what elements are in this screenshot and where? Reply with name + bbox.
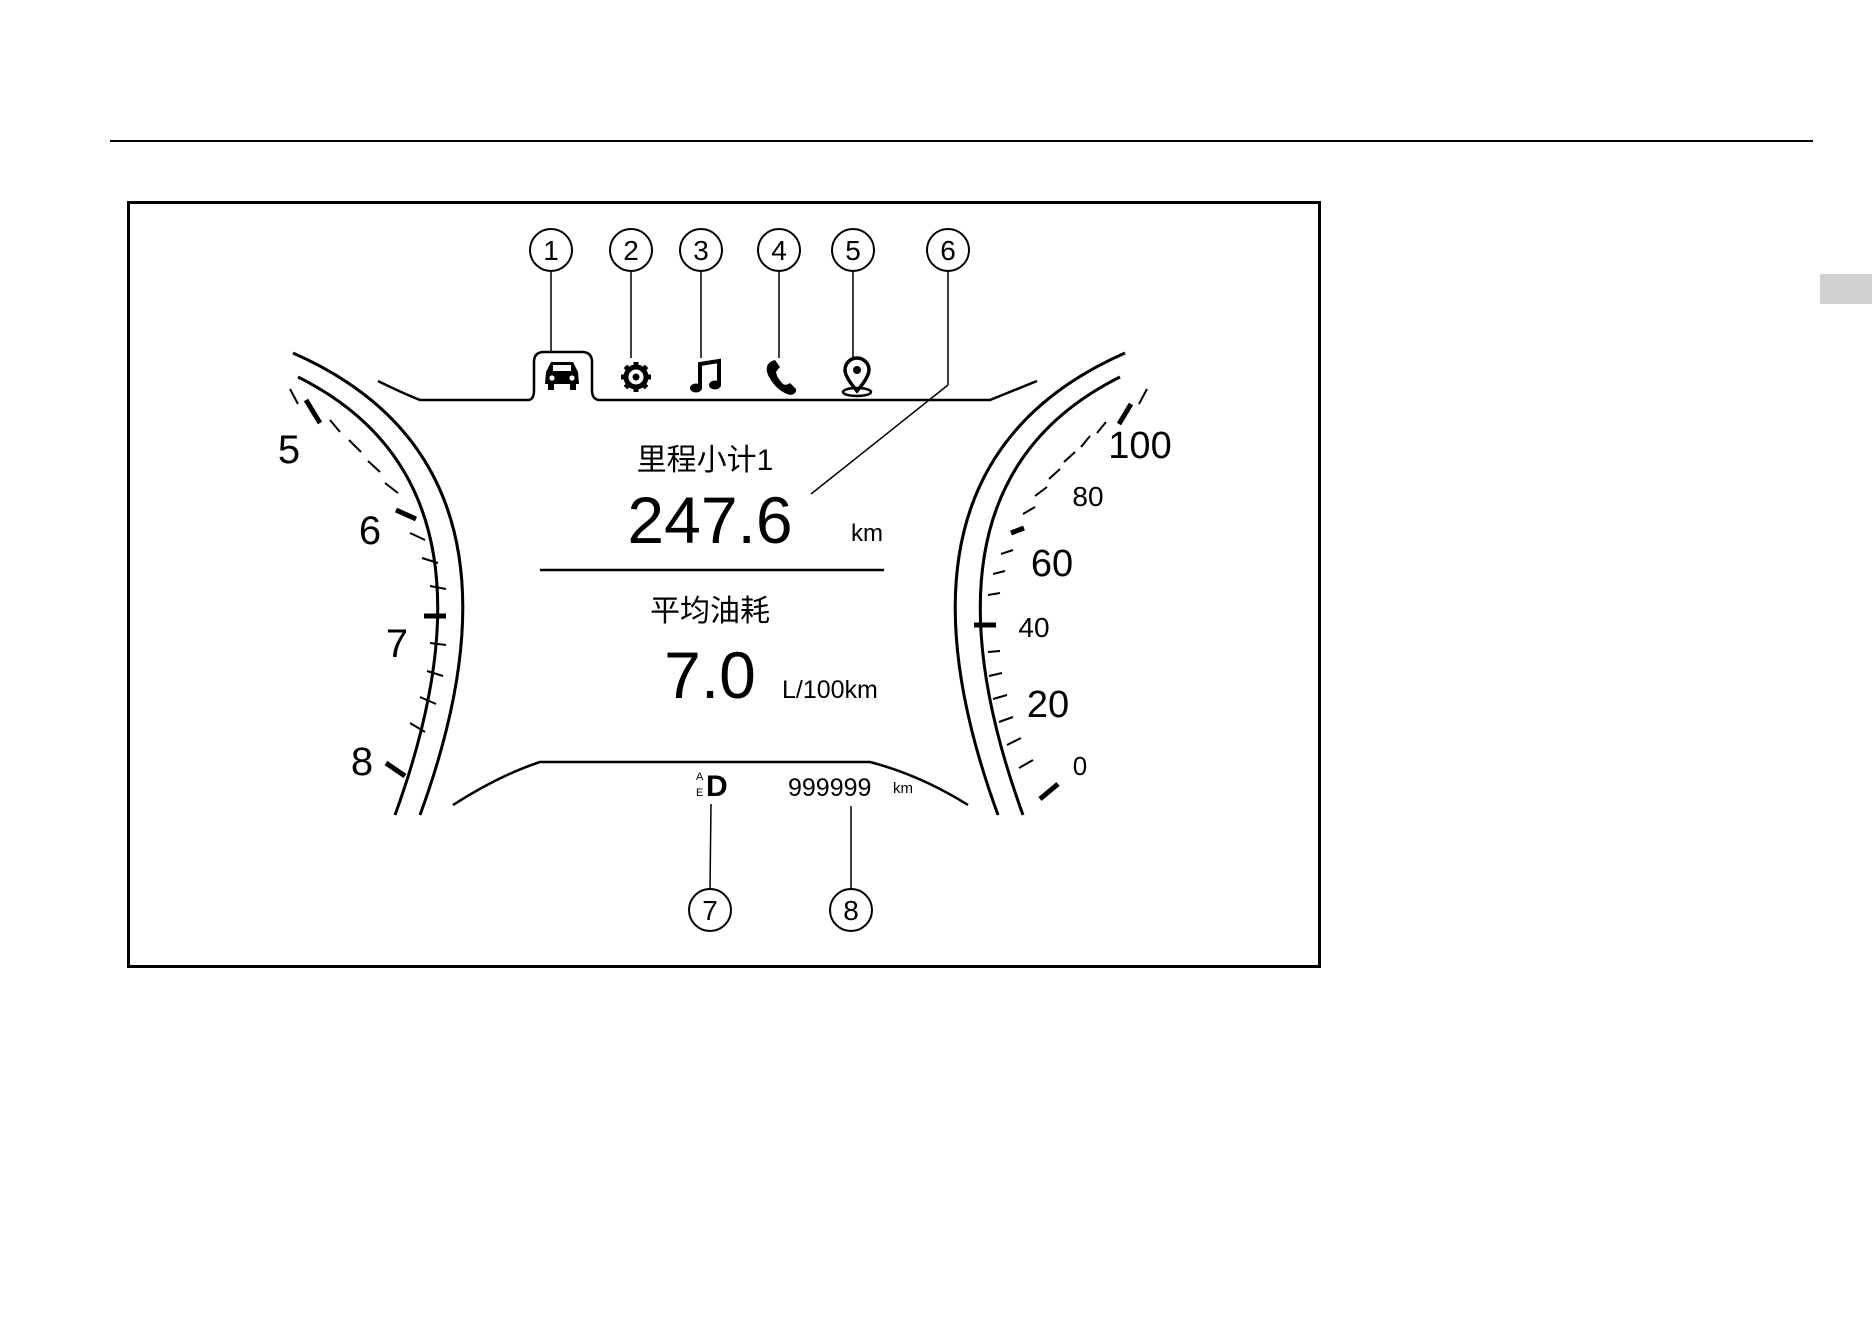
speedometer-tick [1035,487,1047,496]
callout-number: 3 [693,235,709,266]
speedometer-tick [993,695,1007,699]
phone-icon[interactable] [767,360,796,395]
tachometer-labels: 5 6 7 8 [278,428,408,784]
trip-label: 里程小计1 [637,444,774,477]
callout-leaders [551,271,948,888]
tachometer-tick [330,420,340,432]
speedometer-tick [1019,760,1033,768]
trip-unit: km [851,520,883,547]
speedometer-tick [1081,436,1090,447]
speedometer-tick [989,673,1002,676]
speedometer-label: 0 [1073,751,1087,781]
callout-1: 1 [530,229,572,271]
tachometer-tick [306,400,320,423]
callout-3: 3 [680,229,722,271]
tachometer-tick [430,643,446,645]
speedometer-tick [999,717,1013,722]
location-pin-icon[interactable] [843,358,871,396]
speedometer-tick [1011,528,1024,533]
gear-icon[interactable] [621,362,651,392]
speedometer-tick [1064,452,1075,462]
drive-mode-top: A [696,771,704,783]
tachometer-tick [427,671,443,676]
callout-2: 2 [610,229,652,271]
speedometer-label: 40 [1018,612,1049,643]
callout-6: 6 [927,229,969,271]
speedometer-tick [1001,550,1013,554]
trip-value: 247.6 [627,483,792,557]
fuel-unit: L/100km [782,676,878,704]
speedometer-label: 100 [1108,425,1171,467]
tachometer-tick [349,440,361,452]
music-note-icon[interactable] [690,361,721,393]
odometer-value: 999999 [788,774,871,802]
speedometer-tick [1040,784,1058,799]
callout-number: 8 [843,895,859,926]
speedometer-tick [988,593,1000,595]
drive-mode-bottom: E [696,787,703,799]
callout-number: 6 [940,235,956,266]
odometer-unit: km [893,780,913,797]
speedometer-tick [1007,738,1021,745]
speedometer-tick [993,571,1005,574]
callout-number: 7 [702,895,718,926]
tachometer-tick [368,461,380,472]
tachometer-label: 8 [351,740,373,784]
speedometer-tick [1097,422,1106,433]
tachometer-label: 7 [386,622,408,666]
callout-number: 2 [623,235,639,266]
speedometer-tick [1049,469,1060,479]
callout-markers: 1 2 3 4 5 6 7 8 [530,229,969,931]
callout-5: 5 [832,229,874,271]
fuel-value: 7.0 [664,638,756,712]
callout-number: 1 [543,235,559,266]
car-icon[interactable] [545,362,579,390]
speedometer-label: 20 [1027,684,1069,726]
fuel-label: 平均油耗 [650,595,770,628]
callout-8: 8 [830,889,872,931]
tachometer-tick [290,389,298,404]
callout-4: 4 [758,229,800,271]
speedometer-tick [988,651,1000,652]
callout-number: 5 [845,235,861,266]
speedometer-tick [1023,507,1035,514]
tachometer-label: 6 [359,509,381,553]
tachometer-tick [385,483,398,493]
gear-indicator: D [706,770,728,803]
tachometer-tick [410,533,425,540]
speedometer-label: 80 [1072,481,1103,512]
speedometer-label: 60 [1031,543,1073,585]
tachometer-tick [396,510,416,519]
speedometer-tick [1119,404,1131,424]
speedometer-tick [1139,389,1147,404]
callout-number: 4 [771,235,787,266]
callout-7: 7 [689,889,731,931]
tachometer-label: 5 [278,428,300,472]
tachometer-tick [386,763,405,776]
